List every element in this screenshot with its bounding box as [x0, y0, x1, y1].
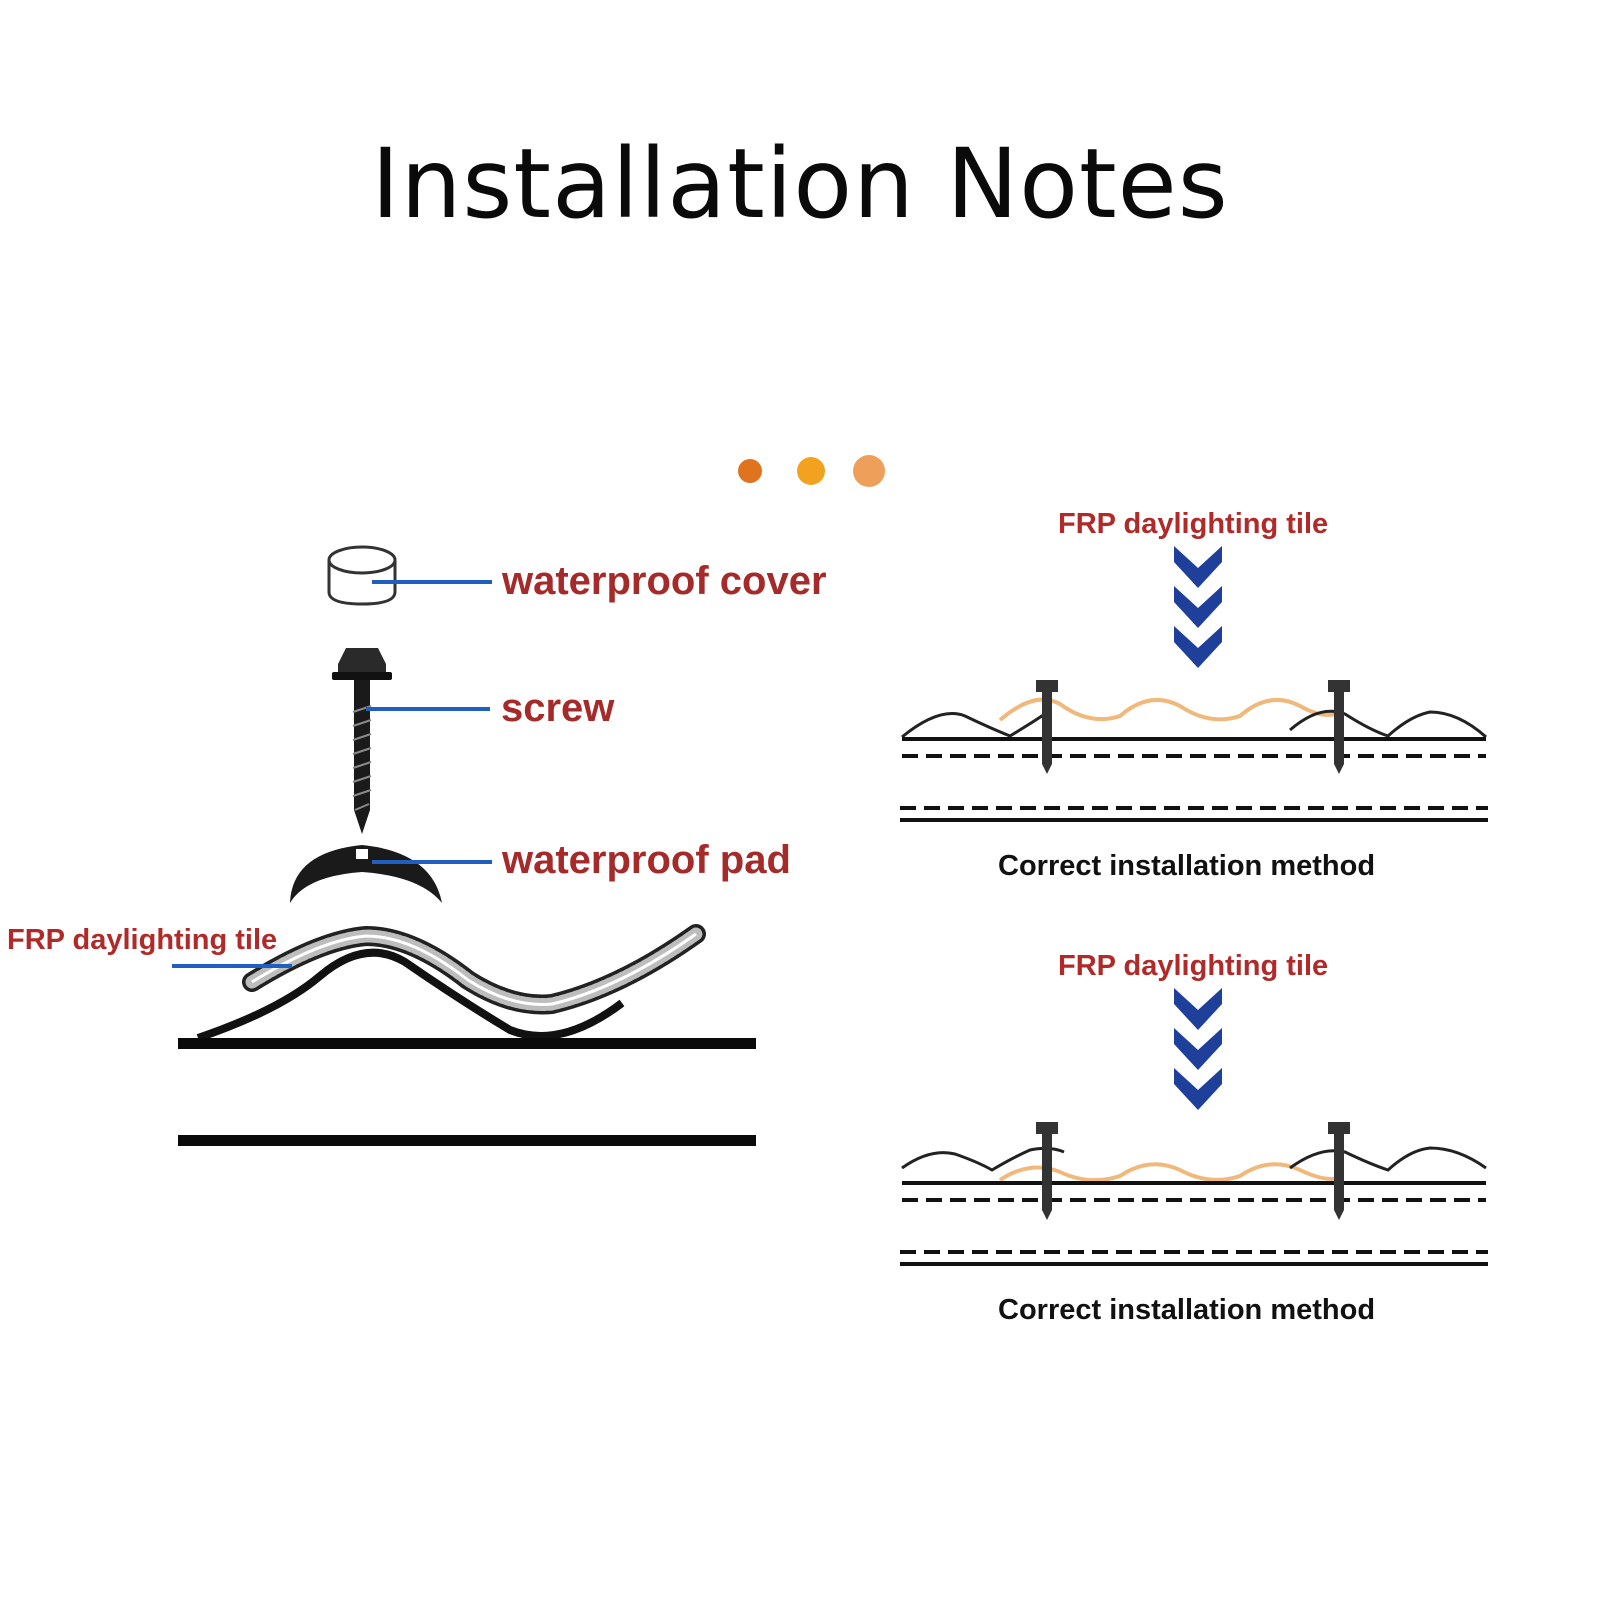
label-waterproof-cover: waterproof cover	[502, 559, 827, 603]
decorative-dots	[738, 455, 885, 487]
leader-lines	[172, 580, 492, 968]
screw-icon-right	[1328, 680, 1350, 774]
dot-1	[738, 459, 762, 483]
dot-2	[797, 457, 825, 485]
dot-3	[853, 455, 885, 487]
waterproof-cover-icon	[327, 545, 397, 606]
label-screw: screw	[501, 686, 615, 730]
metal-sheet-right	[1289, 709, 1487, 739]
exploded-view	[172, 545, 756, 1146]
metal-sheet-right	[1289, 1146, 1487, 1172]
screw-icon-left	[1036, 1122, 1058, 1220]
label-waterproof-pad: waterproof pad	[502, 838, 791, 882]
label-frp-tile: FRP daylighting tile	[7, 924, 278, 956]
purlin-top-line	[178, 1038, 756, 1049]
panel-2-top-label: FRP daylighting tile	[1058, 950, 1329, 982]
frp-tile-icon	[196, 924, 706, 1042]
screw-icon	[332, 648, 392, 834]
panel-2-caption: Correct installation method	[998, 1294, 1376, 1326]
screw-icon-right	[1328, 1122, 1350, 1220]
frp-tile-orange	[998, 697, 1341, 722]
page-title: Installation Notes	[371, 128, 1229, 240]
metal-sheet-left	[901, 1146, 1065, 1172]
correct-method-panel-1	[900, 546, 1488, 822]
frp-tile-orange	[998, 1162, 1341, 1183]
metal-sheet-left	[901, 710, 1049, 739]
down-arrow-icon	[1174, 546, 1222, 668]
panel-1-caption: Correct installation method	[998, 850, 1376, 882]
waterproof-pad-icon	[290, 845, 442, 903]
purlin-bottom-line	[178, 1135, 756, 1146]
panel-1-top-label: FRP daylighting tile	[1058, 508, 1329, 540]
down-arrow-icon	[1174, 988, 1222, 1110]
correct-method-panel-2	[900, 988, 1488, 1266]
screw-icon-left	[1036, 680, 1058, 774]
